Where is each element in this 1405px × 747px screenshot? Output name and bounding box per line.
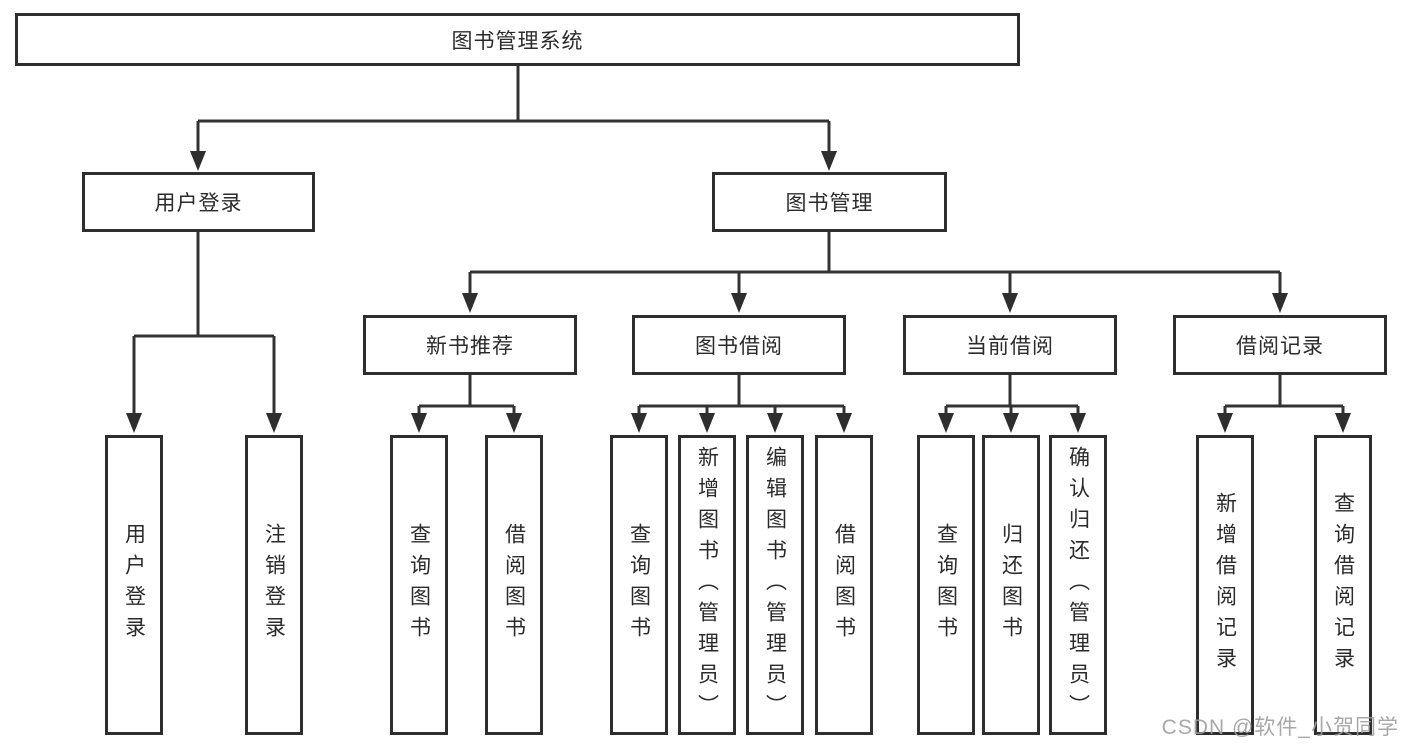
connector-borrowrecord-to-leaves bbox=[1223, 375, 1345, 418]
node-new-book-recommend-label: 新书推荐 bbox=[426, 335, 514, 358]
leaf-borrow-add-books-admin-label: 新增图书（管理员） bbox=[695, 445, 719, 725]
leaf-current-confirm-return-admin: 确认归还（管理员） bbox=[1049, 435, 1107, 735]
leaf-current-confirm-return-admin-label: 确认归还（管理员） bbox=[1066, 445, 1090, 725]
node-borrow-record: 借阅记录 bbox=[1173, 315, 1387, 375]
leaf-borrow-query-books-label: 查询图书 bbox=[627, 523, 651, 647]
leaf-current-query-books-label: 查询图书 bbox=[934, 523, 958, 647]
connector-newrec-to-leaves bbox=[417, 375, 516, 418]
node-borrow-record-label: 借阅记录 bbox=[1236, 335, 1324, 358]
leaf-borrow-borrow-books: 借阅图书 bbox=[815, 435, 873, 735]
node-book-borrow: 图书借阅 bbox=[632, 315, 846, 375]
leaf-user-login-label: 用户登录 bbox=[122, 523, 146, 647]
leaf-logout-label: 注销登录 bbox=[262, 523, 286, 647]
leaf-borrow-add-books-admin: 新增图书（管理员） bbox=[678, 435, 736, 735]
leaf-recommend-borrow-books-label: 借阅图书 bbox=[502, 523, 526, 647]
node-book-management: 图书管理 bbox=[712, 172, 947, 232]
node-root-label: 图书管理系统 bbox=[451, 29, 584, 53]
leaf-recommend-query-books-label: 查询图书 bbox=[407, 523, 431, 647]
node-user-login-label: 用户登录 bbox=[154, 192, 243, 215]
node-book-borrow-label: 图书借阅 bbox=[695, 335, 783, 358]
leaf-recommend-query-books: 查询图书 bbox=[390, 435, 448, 735]
node-user-login: 用户登录 bbox=[82, 172, 315, 232]
arrowheads bbox=[126, 151, 1351, 433]
leaf-record-query-borrow-record-label: 查询借阅记录 bbox=[1331, 492, 1355, 678]
connector-bookborrow-to-leaves bbox=[637, 375, 846, 418]
node-new-book-recommend: 新书推荐 bbox=[363, 315, 577, 375]
node-current-borrow: 当前借阅 bbox=[903, 315, 1117, 375]
leaf-recommend-borrow-books: 借阅图书 bbox=[485, 435, 543, 735]
connector-root-to-level2 bbox=[196, 65, 831, 156]
leaf-borrow-edit-books-admin-label: 编辑图书（管理员） bbox=[763, 445, 787, 725]
connector-userlogin-to-leaves bbox=[132, 232, 276, 418]
connector-currentborrow-to-leaves bbox=[944, 375, 1080, 418]
leaf-borrow-borrow-books-label: 借阅图书 bbox=[832, 523, 856, 647]
node-root: 图书管理系统 bbox=[15, 13, 1020, 66]
leaf-borrow-query-books: 查询图书 bbox=[610, 435, 668, 735]
leaf-user-login: 用户登录 bbox=[105, 435, 163, 735]
node-book-management-label: 图书管理 bbox=[785, 192, 874, 215]
leaf-record-add-borrow-record: 新增借阅记录 bbox=[1196, 435, 1254, 735]
leaf-record-query-borrow-record: 查询借阅记录 bbox=[1314, 435, 1372, 735]
connector-bookmgmt-to-level3 bbox=[468, 232, 1282, 298]
leaf-current-return-books-label: 归还图书 bbox=[999, 523, 1023, 647]
node-current-borrow-label: 当前借阅 bbox=[966, 335, 1054, 358]
csdn-watermark: CSDN @软件_小贺同学 bbox=[1161, 716, 1399, 739]
leaf-record-add-borrow-record-label: 新增借阅记录 bbox=[1213, 492, 1237, 678]
leaf-logout: 注销登录 bbox=[245, 435, 303, 735]
leaf-borrow-edit-books-admin: 编辑图书（管理员） bbox=[746, 435, 804, 735]
leaf-current-return-books: 归还图书 bbox=[982, 435, 1040, 735]
leaf-current-query-books: 查询图书 bbox=[917, 435, 975, 735]
